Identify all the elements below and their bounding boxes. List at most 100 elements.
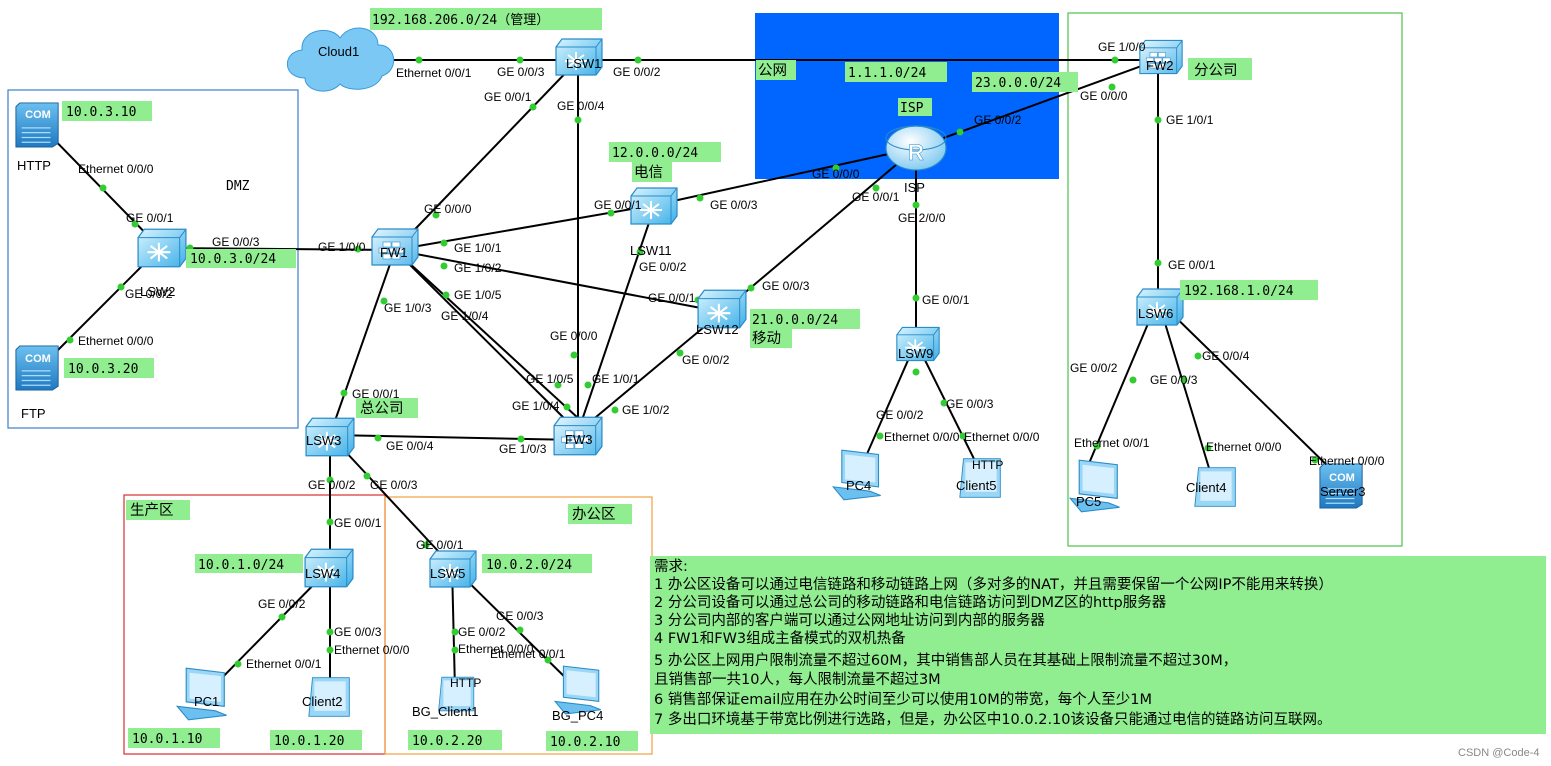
port-label: Ethernet 0/0/0	[78, 334, 154, 348]
http-server[interactable]: COM	[15, 102, 59, 148]
port-label: Ethernet 0/0/0	[78, 162, 154, 176]
port-label: GE 0/0/2	[876, 408, 924, 422]
port-label: GE 0/0/3	[370, 478, 418, 492]
port-label: GE 1/0/5	[526, 372, 574, 386]
port-label: GE 0/0/1	[648, 291, 696, 305]
port-label: GE 0/0/4	[557, 99, 605, 113]
prod-net-label: 10.0.1.0/24	[198, 558, 284, 573]
pc4-label: PC4	[846, 478, 871, 493]
port-label: Ethernet 0/0/1	[490, 647, 566, 661]
requirement-line: 4 FW1和FW3组成主备模式的双机热备	[654, 630, 906, 647]
port-label: GE 0/0/3	[762, 279, 810, 293]
lsw2[interactable]	[136, 228, 188, 268]
server3-label: Server3	[1320, 484, 1366, 499]
branch-net-label: 192.168.1.0/24	[1184, 284, 1294, 299]
port-label: GE 0/0/2	[682, 353, 730, 367]
port-label: GE 1/0/2	[622, 403, 670, 417]
http-label: HTTP	[17, 158, 51, 173]
port-label: GE 1/0/3	[499, 442, 547, 456]
port-label: GE 1/0/1	[1166, 113, 1214, 127]
client2-ip-label: 10.0.1.20	[274, 734, 344, 749]
port-label: GE 2/0/0	[898, 211, 946, 225]
port-label: GE 1/0/0	[1098, 40, 1146, 54]
port-label: GE 0/0/2	[458, 625, 506, 639]
dmz-net-label: 10.0.3.0/24	[190, 252, 276, 267]
public-zone-label: 公网	[758, 63, 787, 79]
pc5-label: PC5	[1076, 494, 1101, 509]
text-layer: 192.168.206.0/24（管理） Cloud1 LSW1 FW2 ISP…	[17, 13, 1539, 759]
dmz-zone-label: DMZ	[226, 179, 250, 194]
port-label: GE 0/0/3	[334, 625, 382, 639]
requirement-line: 且销售部一共10人，每人限制流量不超过3M	[654, 671, 941, 688]
switch-icon	[136, 228, 188, 268]
ftp-ip-label: 10.0.3.20	[68, 362, 138, 377]
port-label: GE 0/0/3	[497, 65, 545, 79]
port-label: Ethernet 0/0/0	[1309, 454, 1385, 468]
port-dots	[66, 56, 1319, 668]
port-label: GE 1/0/1	[592, 372, 640, 386]
isp-router[interactable]: R	[885, 125, 947, 171]
router-r-glyph: R	[908, 140, 924, 165]
cloud1[interactable]	[286, 27, 394, 92]
port-label: GE 0/0/1	[126, 211, 174, 225]
public-net-label: 1.1.1.0/24	[848, 66, 926, 81]
lsw5-label: LSW5	[430, 566, 465, 581]
port-label: GE 0/0/0	[550, 329, 598, 343]
mobile-label: 移动	[752, 330, 781, 347]
mgmt-network-label: 192.168.206.0/24（管理）	[372, 13, 549, 28]
client4-label: Client4	[1186, 480, 1226, 495]
telecom-net-label: 12.0.0.0/24	[612, 146, 698, 161]
lsw2-label: LSW2	[140, 284, 175, 299]
port-label: GE 0/0/4	[386, 439, 434, 453]
port-label: GE 0/0/2	[1070, 361, 1118, 375]
port-label: Ethernet 0/0/0	[334, 643, 410, 657]
port-label: GE 0/0/2	[258, 597, 306, 611]
port-label: GE 0/0/3	[710, 198, 758, 212]
client5[interactable]: HTTP	[959, 458, 1004, 498]
office-zone-label: 办公区	[572, 506, 616, 523]
bgpc4-ip-label: 10.0.2.10	[550, 735, 620, 750]
port-label: GE 0/0/3	[946, 397, 994, 411]
port-label: GE 0/0/1	[484, 90, 532, 104]
isp-fw2-net-label: 23.0.0.0/24	[975, 76, 1061, 91]
fw2-label: FW2	[1146, 58, 1173, 73]
isp-label: ISP	[904, 180, 925, 195]
server3[interactable]: COM	[1319, 463, 1363, 509]
ftp-server[interactable]: COM	[15, 345, 59, 391]
client5-label: Client5	[956, 478, 996, 493]
pc1-label: PC1	[194, 694, 219, 709]
ftp-label: FTP	[21, 406, 46, 421]
server-badge: COM	[25, 353, 51, 365]
bgclient1-label: BG_Client1	[412, 704, 478, 719]
port-label: Ethernet 0/0/0	[964, 430, 1040, 444]
http-ip-label: 10.0.3.10	[66, 105, 136, 120]
port-label: GE 1/0/0	[318, 240, 366, 254]
port-label: GE 1/0/4	[441, 309, 489, 323]
lsw4-label: LSW4	[305, 566, 340, 581]
port-label: GE 0/0/1	[334, 516, 382, 530]
bg-client1[interactable]: HTTP	[438, 676, 482, 712]
port-label: GE 0/0/2	[974, 113, 1022, 127]
port-label: GE 0/0/1	[416, 538, 464, 552]
port-label: GE 0/0/1	[594, 198, 642, 212]
production-zone-label: 生产区	[130, 502, 174, 519]
port-label: GE 0/0/0	[812, 167, 860, 181]
port-label: GE 0/0/3	[1150, 373, 1198, 387]
hq-zone-label: 总公司	[360, 400, 404, 417]
lsw9-label: LSW9	[898, 346, 933, 361]
port-label: GE 0/0/2	[308, 478, 356, 492]
fw3-label: FW3	[565, 432, 592, 447]
port-label: GE 0/0/0	[1080, 89, 1128, 103]
port-label: Ethernet 0/0/0	[458, 642, 534, 656]
requirement-line: 7 多出口环境基于带宽比例进行选路，但是，办公区中10.0.2.10该设备只能通…	[654, 710, 1332, 728]
port-labels: Ethernet 0/0/1 GE 0/0/3 GE 0/0/2 GE 1/0/…	[78, 40, 1385, 671]
port-label: GE 1/0/3	[384, 301, 432, 315]
port-label: GE 0/0/1	[922, 293, 970, 307]
branch-zone-label: 分公司	[1194, 62, 1238, 79]
requirement-line: 1 办公区设备可以通过电信链路和移动链路上网（多对多的NAT，并且需要保留一个公…	[654, 576, 1333, 593]
port-label: GE 1/0/4	[512, 399, 560, 413]
cloud1-label: Cloud1	[318, 44, 359, 59]
port-label: Ethernet 0/0/0	[884, 430, 960, 444]
lsw11-label: LSW11	[630, 243, 672, 258]
port-label: Ethernet 0/0/1	[1074, 436, 1150, 450]
